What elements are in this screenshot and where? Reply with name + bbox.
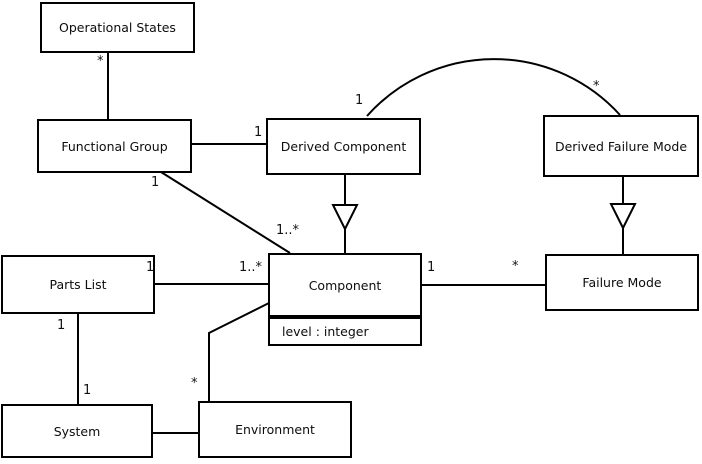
- class-name-label: System: [53, 423, 101, 439]
- multiplicity-system-top-end: 1: [83, 383, 92, 398]
- multiplicity-parts-list-right-end: 1: [146, 260, 155, 275]
- class-derived-failure-mode: Derived Failure Mode: [543, 115, 699, 177]
- multiplicity-operational-states-end: *: [97, 54, 104, 69]
- multiplicity-arc-derived-component-end: 1: [355, 93, 364, 108]
- class-name-label: Functional Group: [61, 138, 168, 154]
- edge-functional-group-component: [160, 171, 291, 254]
- class-derived-component: Derived Component: [266, 118, 421, 175]
- multiplicity-functional-group-bottom-end: 1: [151, 175, 160, 190]
- multiplicity-failure-mode-left-end: *: [512, 259, 519, 274]
- multiplicity-parts-list-bottom-end: 1: [57, 318, 66, 333]
- multiplicity-component-left-end: 1..*: [239, 260, 263, 275]
- class-name-label: Derived Component: [280, 139, 407, 154]
- multiplicity-environment-top-end: *: [191, 376, 198, 391]
- class-environment: Environment: [198, 401, 352, 458]
- class-name-label: Component: [308, 277, 382, 293]
- class-name-label: Parts List: [49, 277, 107, 292]
- class-functional-group: Functional Group: [37, 119, 192, 173]
- class-name-label: Failure Mode: [582, 275, 662, 290]
- generalization-triangle-icon: [609, 203, 637, 231]
- class-failure-mode: Failure Mode: [545, 254, 699, 311]
- class-attribute-label: level : integer: [282, 324, 369, 339]
- generalization-triangle-icon: [331, 204, 359, 232]
- edge-derived-component-derived-failure-mode-arc: [366, 58, 621, 117]
- edge-environment-component: [208, 302, 270, 401]
- class-name-label: Environment: [235, 422, 315, 437]
- class-system: System: [1, 404, 153, 458]
- multiplicity-derived-component-left-end: 1: [254, 125, 263, 140]
- class-parts-list: Parts List: [1, 255, 155, 314]
- multiplicity-component-top-left-end: 1..*: [276, 223, 300, 238]
- class-name-label: Derived Failure Mode: [554, 138, 688, 154]
- multiplicity-arc-derived-failure-mode-end: *: [593, 79, 600, 94]
- class-attribute-compartment: level : integer: [268, 317, 422, 346]
- class-component: Component level : integer: [268, 253, 422, 346]
- class-name-label: Operational States: [59, 20, 176, 35]
- class-name-compartment: Component: [268, 253, 422, 317]
- class-operational-states: Operational States: [40, 2, 195, 53]
- multiplicity-component-right-end: 1: [427, 260, 436, 275]
